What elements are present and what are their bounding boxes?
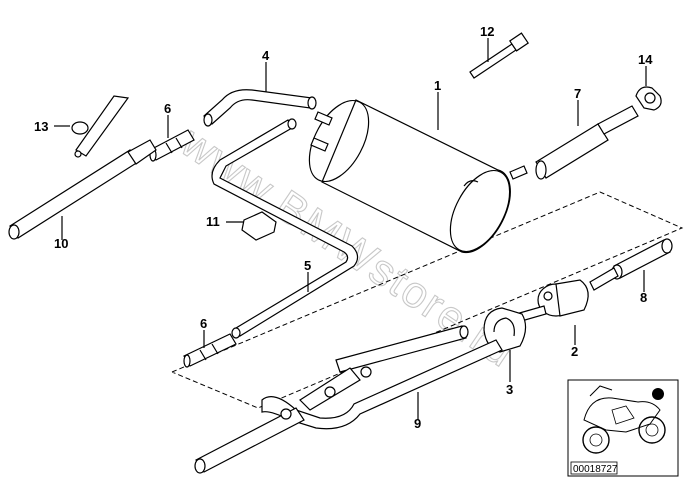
part-4-hose: [203, 89, 317, 127]
part-6-connector-lower: [183, 333, 237, 368]
callout-6-upper: 6: [164, 101, 171, 116]
callout-13: 13: [34, 119, 48, 134]
part-10-hose: [8, 139, 157, 240]
part-14-clamp: [635, 86, 662, 111]
leader-lines: [54, 38, 647, 420]
callout-10: 10: [54, 236, 68, 251]
callout-5: 5: [304, 258, 311, 273]
callout-2: 2: [571, 344, 578, 359]
callout-1: 1: [434, 78, 441, 93]
motorcycle-icon: [582, 385, 666, 454]
motorcycle-inset: 00018727: [567, 379, 679, 477]
part-1-canister: [308, 99, 528, 254]
part-11-clip: [241, 211, 277, 241]
callout-8: 8: [640, 290, 647, 305]
part-2-valve: [515, 279, 589, 323]
part-12-cable-tie: [469, 32, 529, 79]
location-marker: [652, 388, 664, 400]
part-8-hose: [589, 238, 673, 291]
callout-9: 9: [414, 416, 421, 431]
part-5-hose: [211, 118, 359, 339]
dashed-group-outline: [171, 191, 684, 409]
part-9-hose-assembly: [194, 325, 503, 474]
callout-4: 4: [262, 48, 270, 63]
part-13-bracket: [71, 95, 130, 158]
callout-6-lower: 6: [200, 316, 207, 331]
callout-12: 12: [480, 24, 494, 39]
callout-14: 14: [638, 52, 653, 67]
reference-number: 00018727: [573, 464, 618, 475]
callouts: 1 2 3 4 5 6 6 7 8 9 10 11 12 13 14: [34, 24, 653, 431]
callout-3: 3: [506, 382, 513, 397]
callout-11: 11: [206, 214, 220, 229]
callout-7: 7: [574, 86, 581, 101]
part-7-hose: [535, 105, 639, 180]
